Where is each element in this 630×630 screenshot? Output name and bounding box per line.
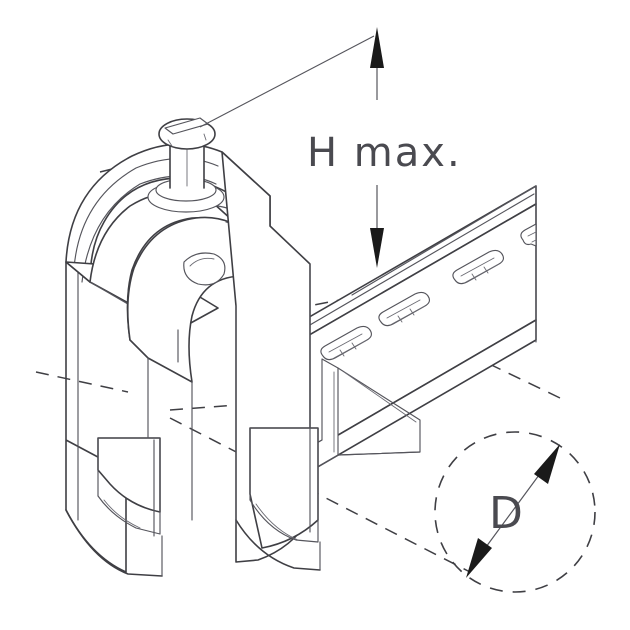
- d-upper-arrowhead: [534, 444, 560, 484]
- clamp-bolt-assembly: [147, 117, 225, 213]
- bolt-head-facet-b: [203, 133, 207, 141]
- bolt-head-slot: [164, 117, 209, 135]
- d-dimension: D: [466, 444, 560, 578]
- h-max-lower-arrowhead: [370, 228, 384, 268]
- clamp-right-leg-bottom-sweep: [235, 519, 321, 571]
- channel-slot-1: [320, 325, 373, 361]
- clamp-left-leg-bottom-sweep: [65, 509, 163, 577]
- channel-slot-2: [378, 291, 431, 327]
- pipe-clamp-saddle: [65, 143, 321, 577]
- h-max-leader-line: [199, 35, 375, 128]
- channel-back-top-edge: [351, 185, 537, 296]
- dashed-pipe-circle: [434, 431, 596, 593]
- slotted-strut-channel: [246, 185, 537, 509]
- clamp-left-notch-edge-b: [97, 437, 161, 535]
- clamp-left-notch-hair: [103, 499, 141, 529]
- channel-interior-floor: [337, 451, 421, 456]
- clamp-rib-relief-hair: [189, 257, 215, 267]
- bolt-head-facet-a: [167, 139, 173, 147]
- channel-slot-3: [452, 249, 505, 285]
- clamp-right-notch-edge-b: [249, 427, 319, 543]
- h-max-label: H max.: [307, 130, 462, 176]
- h-max-upper-arrowhead: [370, 27, 384, 68]
- d-lower-arrowhead: [466, 538, 492, 578]
- clamp-rib-relief-hole: [183, 252, 226, 286]
- d-label: D: [489, 488, 523, 539]
- pipe-diameter-circle: [434, 431, 596, 593]
- clamp-right-notch-hair: [255, 503, 299, 541]
- h-max-dimension: H max.: [199, 27, 462, 268]
- channel-slot-4-partial: [520, 223, 537, 247]
- channel-interior-hairline: [343, 371, 417, 423]
